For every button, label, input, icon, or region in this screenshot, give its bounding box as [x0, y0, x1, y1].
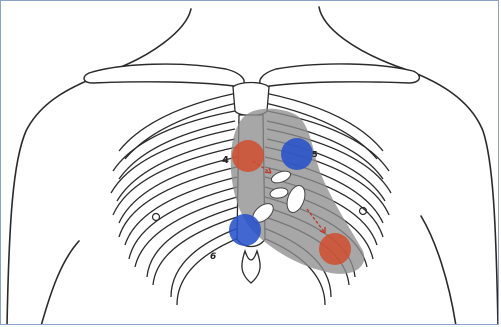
right-arm-line — [421, 216, 456, 325]
left-nipple — [153, 214, 160, 221]
rib-left-inner-8 — [177, 237, 241, 305]
left-arm-line — [41, 241, 79, 325]
xiphoid — [242, 251, 260, 283]
tricuspid-point — [229, 214, 261, 246]
rib-left-3 — [111, 129, 235, 193]
left-clavicle — [84, 64, 244, 87]
rib-left-inner-6 — [135, 197, 237, 267]
rib-left-8 — [171, 227, 241, 297]
intercostal-label-6: 6 — [210, 252, 216, 262]
left-shoulder-line — [7, 9, 191, 325]
right-clavicle — [260, 64, 420, 87]
intercostal-label-5: 5 — [312, 150, 318, 159]
rib-left-inner-2 — [119, 121, 235, 179]
pulmonic-point — [281, 138, 313, 170]
rib-left-7 — [147, 207, 237, 277]
aortic-point — [232, 140, 264, 172]
intercostal-label-4: 4 — [222, 155, 229, 166]
mitral-point — [319, 233, 351, 265]
